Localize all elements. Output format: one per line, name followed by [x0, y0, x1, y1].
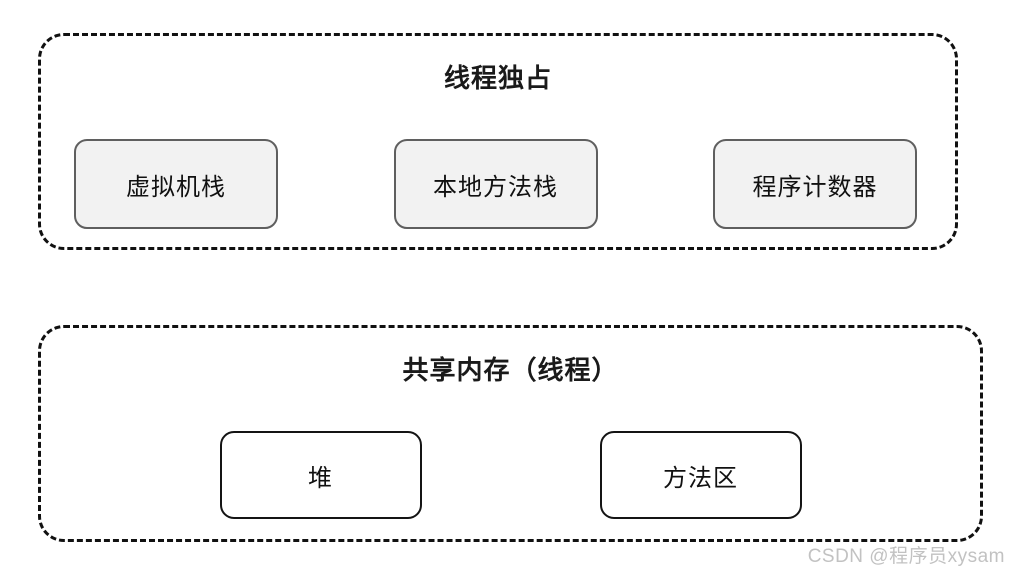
node-vm-stack: 虚拟机栈	[74, 139, 278, 229]
shared-memory-box-row: 堆 方法区	[41, 431, 980, 519]
group-shared-memory-title: 共享内存（线程）	[402, 355, 619, 385]
node-method-area: 方法区	[599, 431, 802, 519]
node-native-method-stack: 本地方法栈	[393, 139, 598, 229]
group-thread-exclusive: 线程独占 虚拟机栈 本地方法栈 程序计数器	[38, 33, 958, 250]
csdn-watermark: CSDN @程序员xysam	[807, 546, 1005, 567]
group-shared-memory: 共享内存（线程） 堆 方法区	[38, 325, 983, 542]
group-thread-exclusive-title: 线程独占	[443, 63, 552, 93]
node-heap: 堆	[219, 431, 422, 519]
node-program-counter: 程序计数器	[713, 139, 917, 229]
thread-exclusive-box-row: 虚拟机栈 本地方法栈 程序计数器	[41, 139, 955, 229]
